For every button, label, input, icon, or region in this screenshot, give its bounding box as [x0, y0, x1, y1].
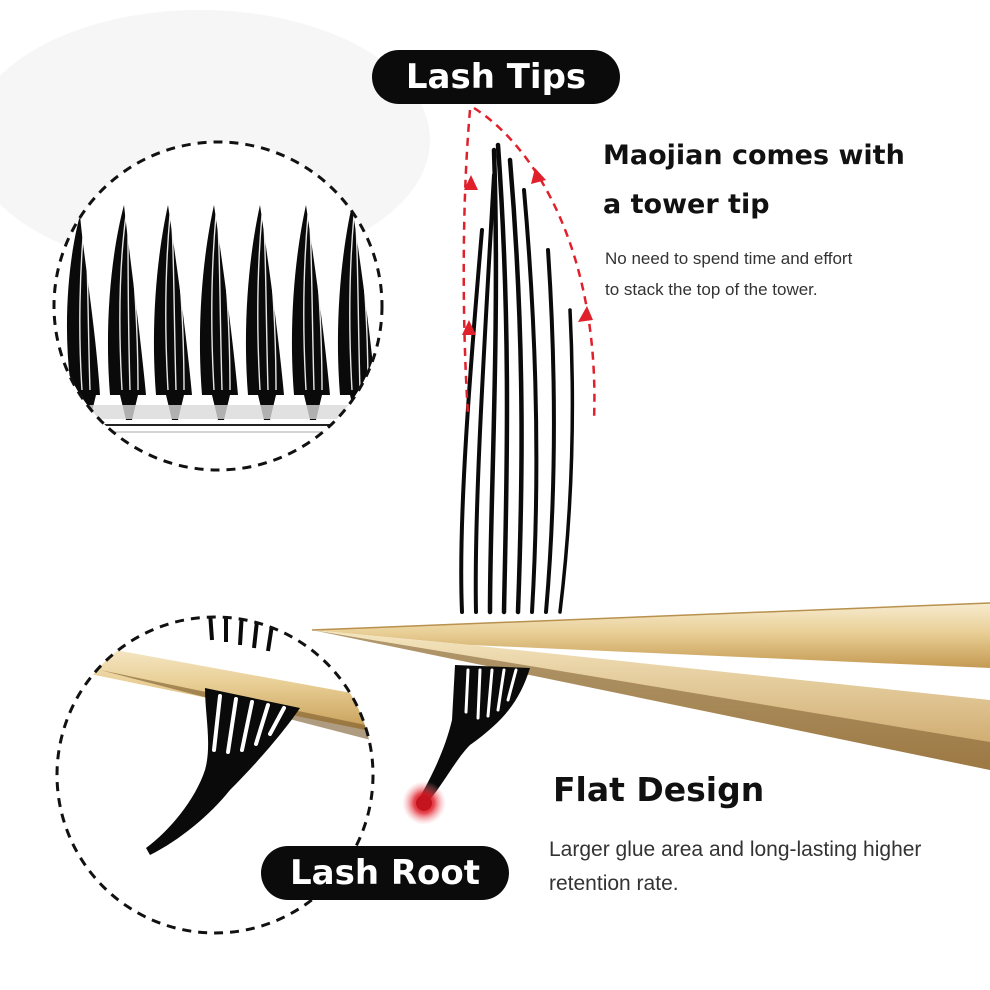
lash-fan	[107, 205, 146, 395]
lash-fan	[291, 205, 330, 395]
tower-tip-description-line1: No need to spend time and effort	[605, 249, 853, 268]
lash-root-closeup	[57, 617, 373, 933]
lash-fan	[66, 215, 100, 395]
arrow-heads	[462, 168, 593, 335]
main-lash-fan	[459, 142, 575, 615]
lash-root-label: Lash Root	[261, 846, 509, 900]
main-lash-root	[418, 665, 530, 805]
zoom-circle-bottom	[55, 615, 375, 935]
glue-point-center	[416, 795, 432, 811]
lash-fan	[245, 205, 284, 395]
zoom-circle-top	[52, 140, 384, 472]
tower-tip-heading-line1: Maojian comes with	[603, 140, 905, 171]
tower-tip-description-line2: to stack the top of the tower.	[605, 280, 818, 299]
tower-tip-arrows	[462, 106, 596, 421]
flat-design-heading: Flat Design	[553, 770, 765, 809]
tower-tip-heading-line2: a tower tip	[603, 189, 770, 220]
lash-fan	[153, 205, 192, 395]
lash-fan	[337, 205, 376, 395]
flat-design-description-line1: Larger glue area and long-lasting higher	[549, 838, 922, 861]
flat-design-description-line2: retention rate.	[549, 872, 679, 895]
lash-strip-closeup	[54, 142, 382, 470]
lash-fan-group	[66, 205, 376, 395]
lash-fan	[199, 205, 238, 395]
lash-tips-label: Lash Tips	[372, 50, 620, 104]
tweezers	[311, 602, 990, 770]
